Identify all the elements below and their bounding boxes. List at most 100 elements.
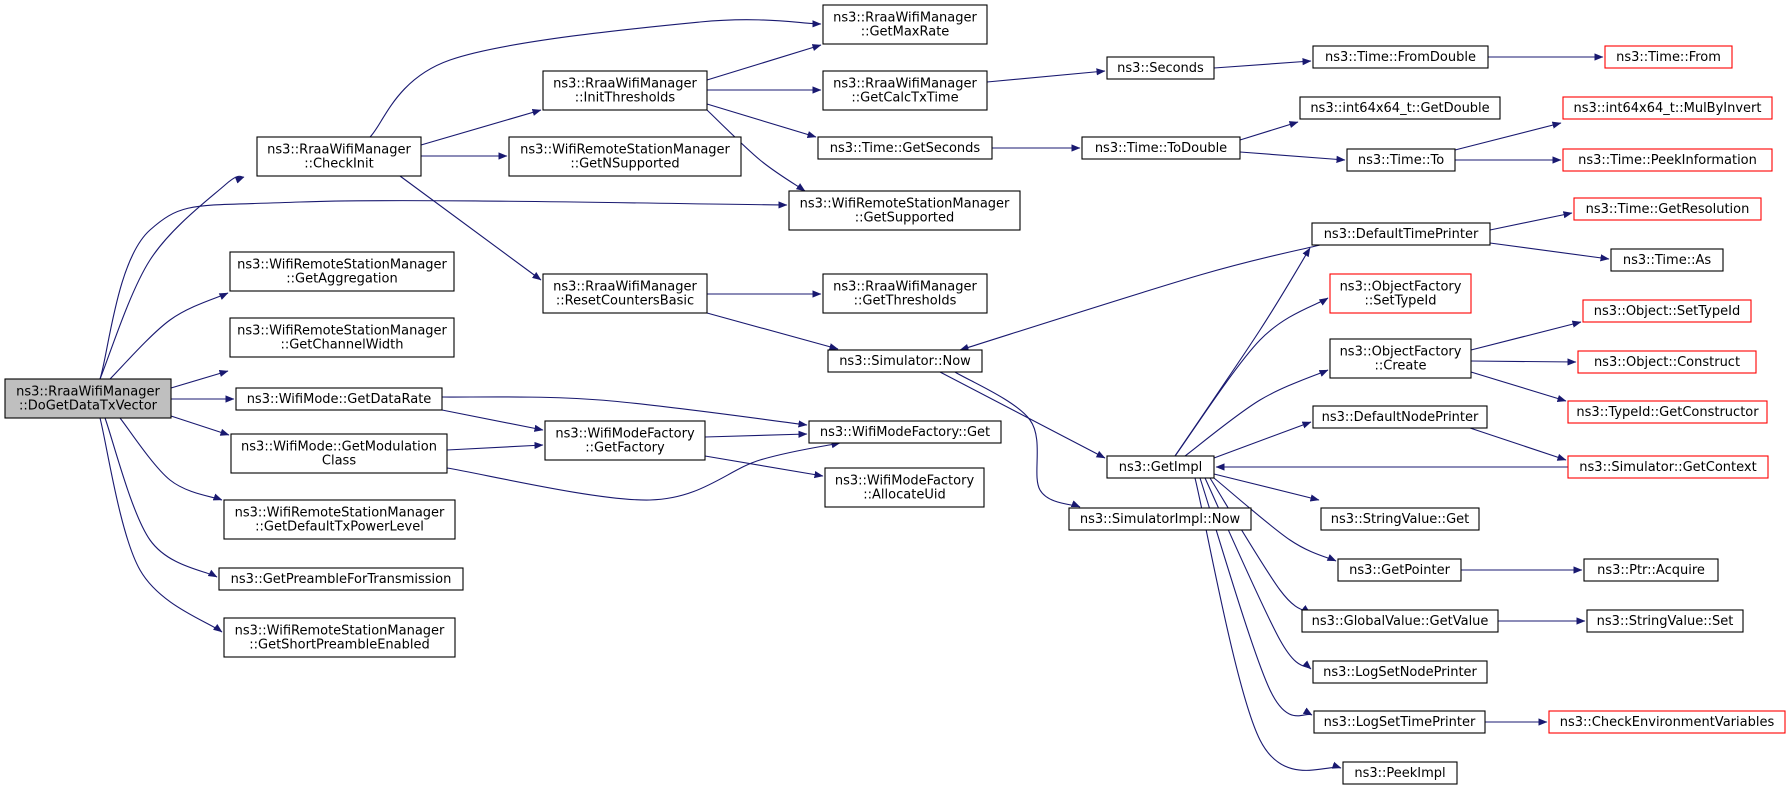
node-box xyxy=(1106,56,1215,80)
node-label: ::ResetCountersBasic xyxy=(556,294,694,309)
node-getdatarate[interactable]: ns3::WifiMode::GetDataRate xyxy=(235,387,443,411)
node-seconds[interactable]: ns3::Seconds xyxy=(1106,56,1215,80)
node-object_construct[interactable]: ns3::Object::Construct xyxy=(1577,350,1757,374)
node-time_peekinformation[interactable]: ns3::Time::PeekInformation xyxy=(1562,148,1773,172)
node-int64_mulbyinvert[interactable]: ns3::int64x64_t::MulByInvert xyxy=(1562,96,1773,120)
node-getchannelwidth[interactable]: ns3::WifiRemoteStationManager::GetChanne… xyxy=(229,317,455,358)
node-label: ns3::Object::Construct xyxy=(1594,355,1740,370)
node-ptr_acquire[interactable]: ns3::Ptr::Acquire xyxy=(1583,558,1719,582)
node-logsettimeprinter[interactable]: ns3::LogSetTimePrinter xyxy=(1313,710,1486,734)
edge-objfactory_create-to-object_construct xyxy=(1470,358,1577,366)
node-time_to[interactable]: ns3::Time::To xyxy=(1346,148,1456,172)
node-time_getseconds[interactable]: ns3::Time::GetSeconds xyxy=(817,136,993,160)
edge-seconds-to-time_fromdouble xyxy=(1213,58,1312,69)
edge-defaulttimeprinter-to-time_as xyxy=(1489,242,1610,262)
node-box xyxy=(1342,761,1458,785)
node-getthresholds[interactable]: ns3::RraaWifiManager::GetThresholds xyxy=(822,273,988,314)
node-stringvalue_get[interactable]: ns3::StringValue::Get xyxy=(1320,507,1480,531)
node-label: ::SetTypeId xyxy=(1364,294,1436,309)
node-box xyxy=(230,433,448,474)
node-getdefaulttxpowerlevel[interactable]: ns3::WifiRemoteStationManager::GetDefaul… xyxy=(223,499,456,540)
node-typeid_getconstructor[interactable]: ns3::TypeId::GetConstructor xyxy=(1567,400,1768,424)
node-checkinit[interactable]: ns3::RraaWifiManager::CheckInit xyxy=(256,136,422,177)
node-time_fromdouble[interactable]: ns3::Time::FromDouble xyxy=(1312,45,1489,69)
node-label: ns3::RraaWifiManager xyxy=(16,385,160,400)
node-label: ::GetFactory xyxy=(585,441,665,456)
node-wifimodefactory_get[interactable]: ns3::WifiModeFactory::Get xyxy=(808,420,1002,444)
node-label: ::CheckInit xyxy=(304,157,374,172)
node-label: ns3::Time::From xyxy=(1616,50,1721,65)
node-simulator_now[interactable]: ns3::Simulator::Now xyxy=(827,349,983,373)
node-root[interactable]: ns3::RraaWifiManager::DoGetDataTxVector xyxy=(4,378,172,419)
node-getpointer[interactable]: ns3::GetPointer xyxy=(1337,558,1462,582)
node-allocateuid[interactable]: ns3::WifiModeFactory::AllocateUid xyxy=(824,467,985,508)
node-label: ns3::WifiMode::GetDataRate xyxy=(247,392,432,407)
node-box xyxy=(1562,96,1773,120)
node-getaggregation[interactable]: ns3::WifiRemoteStationManager::GetAggreg… xyxy=(229,251,455,292)
node-label: ns3::WifiRemoteStationManager xyxy=(235,624,445,639)
node-getsupported[interactable]: ns3::WifiRemoteStationManager::GetSuppor… xyxy=(788,190,1021,231)
node-label: ns3::WifiRemoteStationManager xyxy=(237,258,447,273)
node-label: ::GetNSupported xyxy=(570,157,679,172)
node-getcalctxtime[interactable]: ns3::RraaWifiManager::GetCalcTxTime xyxy=(822,70,988,111)
node-label: ns3::ObjectFactory xyxy=(1340,345,1462,360)
edge-root-to-getchannelwidth xyxy=(170,369,229,389)
node-time_from[interactable]: ns3::Time::From xyxy=(1604,45,1733,69)
node-object_settypeid[interactable]: ns3::Object::SetTypeId xyxy=(1582,299,1752,323)
edge-defaulttimeprinter-to-time_getresolution xyxy=(1489,211,1573,231)
node-int64_getdouble[interactable]: ns3::int64x64_t::GetDouble xyxy=(1299,96,1501,120)
node-defaulttimeprinter[interactable]: ns3::DefaultTimePrinter xyxy=(1311,222,1491,246)
node-simimpl_now[interactable]: ns3::SimulatorImpl::Now xyxy=(1068,507,1252,531)
edge-getmodulationclass-to-wifimodefactory_getfactory xyxy=(446,441,544,451)
node-objfactory_create[interactable]: ns3::ObjectFactory::Create xyxy=(1329,338,1472,379)
node-getmaxrate[interactable]: ns3::RraaWifiManager::GetMaxRate xyxy=(822,4,988,45)
node-box xyxy=(1610,248,1724,272)
node-box xyxy=(1106,455,1215,479)
node-objfactory_settypeid[interactable]: ns3::ObjectFactory::SetTypeId xyxy=(1329,273,1472,314)
node-stringvalue_set[interactable]: ns3::StringValue::Set xyxy=(1586,609,1744,633)
node-label: ns3::RraaWifiManager xyxy=(833,280,977,295)
node-label: ns3::int64x64_t::GetDouble xyxy=(1310,101,1489,116)
edge-simulator_now-to-getimpl xyxy=(939,371,1106,459)
node-box xyxy=(229,317,455,358)
node-label: ns3::Time::As xyxy=(1623,253,1712,268)
node-label: ::GetSupported xyxy=(855,211,955,226)
node-getshortpreamble[interactable]: ns3::WifiRemoteStationManager::GetShortP… xyxy=(223,617,456,658)
node-box xyxy=(1577,350,1757,374)
node-label: ::InitThresholds xyxy=(575,91,676,106)
node-time_todouble[interactable]: ns3::Time::ToDouble xyxy=(1081,136,1241,160)
node-box xyxy=(1301,609,1499,633)
node-label: ns3::Simulator::GetContext xyxy=(1579,460,1756,475)
node-globalvalue_getvalue[interactable]: ns3::GlobalValue::GetValue xyxy=(1301,609,1499,633)
node-getimpl[interactable]: ns3::GetImpl xyxy=(1106,455,1215,479)
node-label: ns3::GlobalValue::GetValue xyxy=(1312,614,1489,629)
node-box xyxy=(1567,400,1768,424)
node-getpreamble[interactable]: ns3::GetPreambleForTransmission xyxy=(218,567,464,591)
node-getnsupported[interactable]: ns3::WifiRemoteStationManager::GetNSuppo… xyxy=(508,136,742,177)
node-initthresholds[interactable]: ns3::RraaWifiManager::InitThresholds xyxy=(542,70,708,111)
node-time_getresolution[interactable]: ns3::Time::GetResolution xyxy=(1573,197,1762,221)
node-resetcounters[interactable]: ns3::RraaWifiManager::ResetCountersBasic xyxy=(542,273,708,314)
node-box xyxy=(1582,299,1752,323)
edge-getcalctxtime-to-seconds xyxy=(986,68,1106,83)
node-label: ::GetShortPreambleEnabled xyxy=(249,638,430,653)
node-label: ns3::WifiRemoteStationManager xyxy=(520,143,730,158)
node-label: ns3::WifiModeFactory xyxy=(835,474,975,489)
node-box xyxy=(822,70,988,111)
node-defaultnodeprinter[interactable]: ns3::DefaultNodePrinter xyxy=(1312,405,1488,429)
node-box xyxy=(1329,273,1472,314)
edge-wifimodefactory_getfactory-to-wifimodefactory_get xyxy=(704,430,808,438)
node-checkenvvars[interactable]: ns3::CheckEnvironmentVariables xyxy=(1548,710,1786,734)
node-logsetnodeprinter[interactable]: ns3::LogSetNodePrinter xyxy=(1312,660,1488,684)
node-label: ::GetThresholds xyxy=(854,294,957,309)
node-box xyxy=(1583,558,1719,582)
node-peekimpl[interactable]: ns3::PeekImpl xyxy=(1342,761,1458,785)
node-box xyxy=(1081,136,1241,160)
node-wifimodefactory_getfactory[interactable]: ns3::WifiModeFactory::GetFactory xyxy=(544,420,706,461)
node-label: ns3::Time::GetSeconds xyxy=(830,141,981,156)
node-label: ::GetChannelWidth xyxy=(280,338,403,353)
edge-checkinit-to-resetcounters xyxy=(399,175,542,281)
node-simulator_getcontext[interactable]: ns3::Simulator::GetContext xyxy=(1567,455,1769,479)
node-time_as[interactable]: ns3::Time::As xyxy=(1610,248,1724,272)
